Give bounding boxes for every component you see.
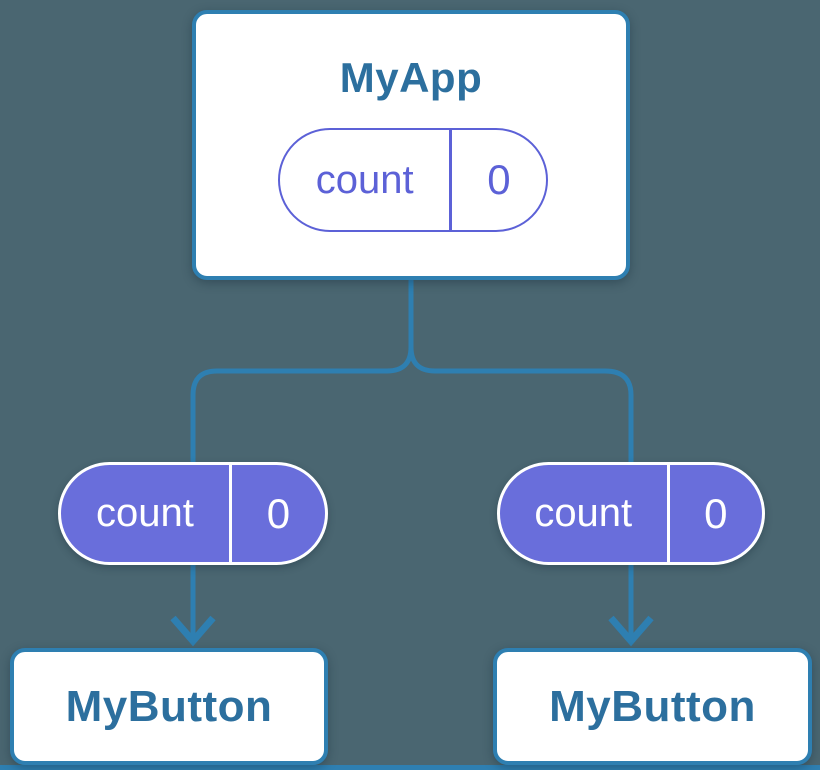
props-pill-label: count xyxy=(95,491,194,535)
state-pill-value: 0 xyxy=(487,156,511,203)
props-pill-value: 0 xyxy=(704,489,728,537)
state-pill-root: count 0 xyxy=(278,128,548,232)
node-mybutton-right: MyButton xyxy=(493,648,812,765)
node-mybutton-left: MyButton xyxy=(10,648,328,765)
node-mybutton-title: MyButton xyxy=(549,681,756,731)
props-pill-left-child: count 0 xyxy=(58,462,328,565)
pill-divider xyxy=(228,465,232,562)
props-pill-value: 0 xyxy=(266,489,291,537)
props-pill-right-child: count 0 xyxy=(497,462,765,565)
connector-root-to-right-child xyxy=(408,346,634,464)
props-pill-label: count xyxy=(534,491,633,535)
bottom-edge-bar xyxy=(0,765,820,770)
node-mybutton-title: MyButton xyxy=(65,681,273,731)
arrow-down-icon xyxy=(608,615,654,647)
connector-root-to-left-child xyxy=(190,346,414,464)
node-myapp-title: MyApp xyxy=(339,54,483,101)
pill-divider xyxy=(666,465,670,562)
pill-divider xyxy=(449,130,452,230)
state-pill-label: count xyxy=(315,157,414,202)
arrow-down-icon xyxy=(170,615,216,647)
